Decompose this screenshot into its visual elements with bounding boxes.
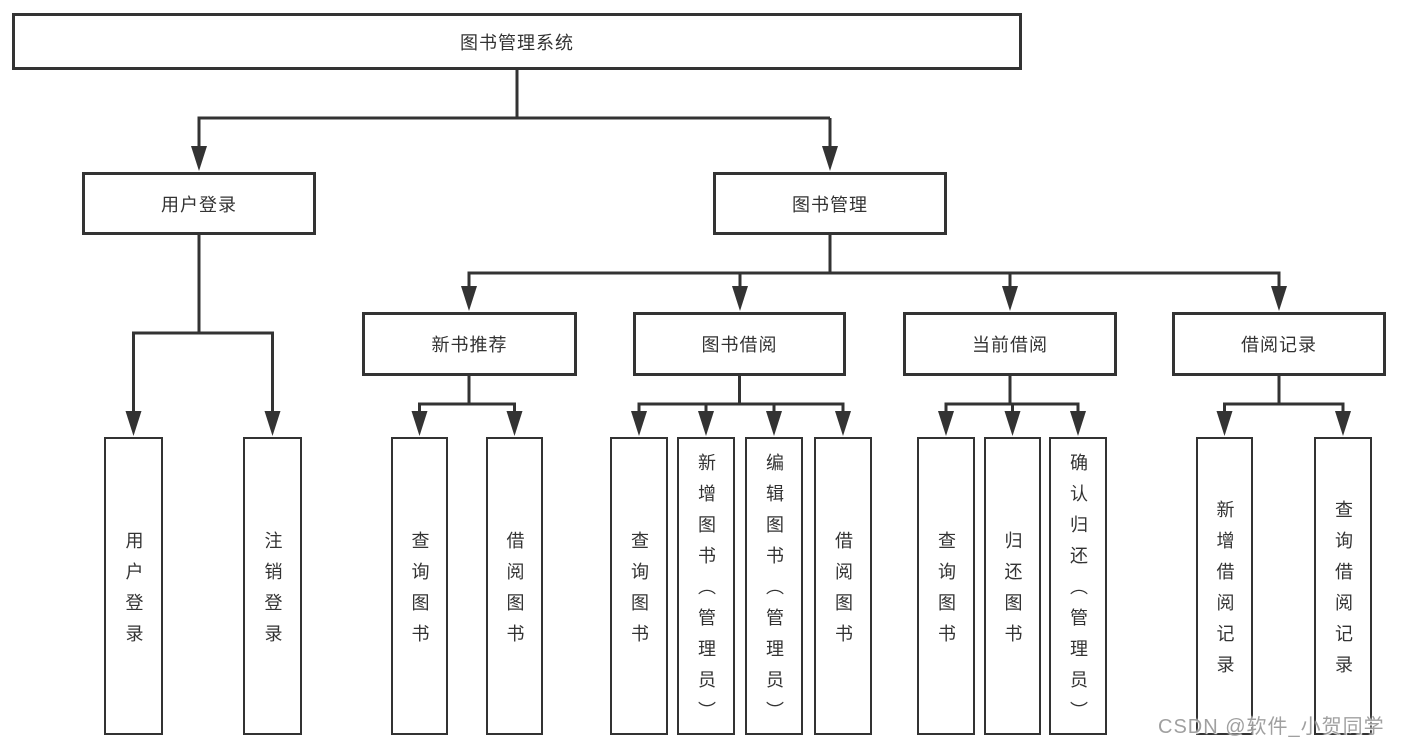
arrowhead — [1216, 411, 1233, 436]
leaf-query-books-current: 查询图书 — [917, 437, 975, 735]
leaf-label: 借阅图书 — [504, 530, 525, 655]
leaf-label: 注销登录 — [262, 530, 283, 655]
leaf-add-book-admin: 新增图书（管理员） — [677, 437, 735, 735]
arrowhead — [125, 411, 142, 436]
leaf-query-books-recommend: 查询图书 — [391, 437, 448, 735]
node-user-login-group: 用户登录 — [82, 172, 316, 235]
arrowhead — [938, 411, 954, 436]
leaf-add-borrow-record: 新增借阅记录 — [1196, 437, 1253, 735]
node-new-book-recommendation: 新书推荐 — [362, 312, 577, 376]
connector-borrow-records-branch — [1223, 376, 1345, 414]
leaf-label: 编辑图书（管理员） — [764, 453, 784, 732]
leaf-label: 查询借阅记录 — [1333, 499, 1353, 686]
arrowhead — [461, 286, 477, 311]
arrowhead — [264, 411, 281, 436]
arrowhead — [1335, 411, 1351, 436]
connector-root-to-level2 — [197, 70, 832, 150]
arrowhead — [1271, 286, 1287, 311]
leaf-label: 查询图书 — [409, 530, 430, 655]
leaf-borrow-books-recommend: 借阅图书 — [486, 437, 543, 735]
arrowhead — [631, 411, 647, 436]
leaf-query-borrow-record: 查询借阅记录 — [1314, 437, 1372, 735]
connector-book-management-to-level3 — [467, 235, 1281, 289]
connector-new-book-branch — [418, 376, 516, 414]
arrowhead — [1004, 411, 1021, 436]
leaf-label: 用户登录 — [123, 530, 144, 655]
node-library-management-system: 图书管理系统 — [12, 13, 1022, 70]
arrowhead — [835, 411, 851, 436]
leaf-confirm-return-admin: 确认归还（管理员） — [1049, 437, 1107, 735]
arrowhead — [191, 146, 207, 171]
leaf-label: 查询图书 — [936, 530, 956, 655]
leaf-edit-book-admin: 编辑图书（管理员） — [745, 437, 803, 735]
leaf-label: 查询图书 — [629, 530, 649, 655]
connector-user-login-branch — [132, 235, 274, 414]
leaf-borrow-books: 借阅图书 — [814, 437, 872, 735]
arrowhead — [822, 146, 838, 171]
node-book-borrowing: 图书借阅 — [633, 312, 846, 376]
leaf-user-login: 用户登录 — [104, 437, 163, 735]
arrowhead — [411, 411, 428, 436]
arrowhead — [732, 286, 748, 311]
arrowhead — [506, 411, 523, 436]
node-book-management: 图书管理 — [713, 172, 947, 235]
leaf-label: 确认归还（管理员） — [1068, 453, 1088, 732]
node-current-borrowing: 当前借阅 — [903, 312, 1117, 376]
connector-book-borrow-branch — [637, 376, 845, 414]
arrowhead — [698, 411, 714, 436]
leaf-label: 新增借阅记录 — [1214, 499, 1235, 686]
csdn-watermark: CSDN @软件_小贺同学 — [1158, 716, 1385, 738]
arrowhead — [1002, 286, 1018, 311]
node-borrowing-records: 借阅记录 — [1172, 312, 1386, 376]
connector-current-borrow-branch — [944, 376, 1080, 414]
leaf-logout: 注销登录 — [243, 437, 302, 735]
arrowhead — [1070, 411, 1086, 436]
arrowhead — [766, 411, 782, 436]
leaf-label: 新增图书（管理员） — [696, 453, 716, 732]
leaf-query-books-borrow: 查询图书 — [610, 437, 668, 735]
leaf-label: 归还图书 — [1002, 530, 1023, 655]
leaf-return-book: 归还图书 — [984, 437, 1041, 735]
leaf-label: 借阅图书 — [833, 530, 853, 655]
